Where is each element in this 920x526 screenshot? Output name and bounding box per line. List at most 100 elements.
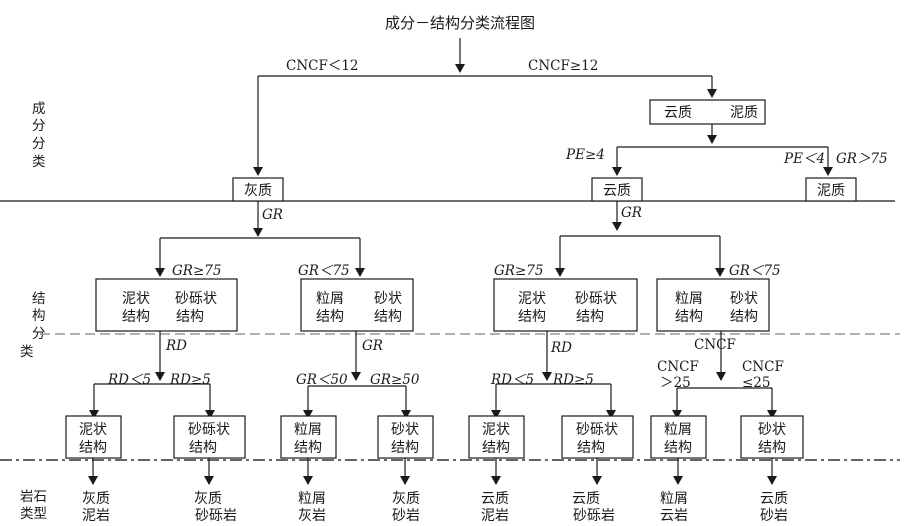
side-label-char: 分 xyxy=(32,326,46,342)
box-muddy: 泥质 xyxy=(805,177,857,202)
cond-gr-gt-75: GR＞75 xyxy=(836,151,888,167)
split-gr-left: GR xyxy=(262,207,283,223)
box-text: 泥状 xyxy=(122,291,150,307)
box-l4-8: 砂状 结构 xyxy=(740,415,804,459)
side-label-char: 构 xyxy=(32,308,46,324)
box-text: 砂砾状 xyxy=(188,422,230,438)
box-text: 结构 xyxy=(176,309,204,325)
cond-cncf-ge-12: CNCF≥12 xyxy=(528,58,598,74)
box-l4-5: 泥状 结构 xyxy=(468,415,525,459)
split-gr-right: GR xyxy=(621,205,642,221)
box-text: 结构 xyxy=(122,309,150,325)
box-text: 粒屑 xyxy=(675,291,703,307)
side-label-char: 类 xyxy=(20,344,34,360)
side-label-char: 结 xyxy=(32,291,46,307)
box-l4-2: 砂砾状 结构 xyxy=(173,415,246,459)
box-text: 结构 xyxy=(391,440,419,456)
box-l3-dolo-mud-gravel: 泥状 结构 砂砾状 结构 xyxy=(493,278,638,332)
box-text: 砂砾状 xyxy=(175,291,217,307)
level4-connectors xyxy=(89,331,777,419)
rock-label: 灰质 xyxy=(82,491,110,507)
cond-rd-lt-5-a: RD＜5 xyxy=(107,372,151,388)
box-calcareous: 灰质 xyxy=(232,177,284,202)
box-text: 砂状 xyxy=(391,422,419,438)
cond-l3-c: GR≥75 xyxy=(494,263,543,279)
box-text: 结构 xyxy=(482,440,510,456)
box-text: 结构 xyxy=(79,440,107,456)
side-label-char: 分 xyxy=(32,136,46,152)
box-text: 泥状 xyxy=(518,291,546,307)
side-label-composition: 成 分 分 类 xyxy=(32,101,46,170)
box-l3-calc-grain-sand: 粒屑 结构 砂状 结构 xyxy=(300,278,414,332)
rock-label: 云质 xyxy=(572,491,600,507)
cond-rd-ge-5-b: RD≥5 xyxy=(552,372,594,388)
box-text: 结构 xyxy=(758,440,786,456)
rock-label: 泥岩 xyxy=(481,508,509,524)
cond-gr-lt-50: GR＜50 xyxy=(296,372,348,388)
split-rd-3: RD xyxy=(550,340,572,356)
side-label-char: 分 xyxy=(32,118,46,134)
side-label-structure: 结 构 分 类 xyxy=(20,291,46,360)
side-label-char: 类 xyxy=(32,154,46,170)
rock-arrows xyxy=(88,458,777,485)
box-dolomitic: 云质 xyxy=(591,177,643,202)
box-text: 泥质 xyxy=(817,183,845,199)
box-text: 云质 xyxy=(603,183,631,199)
side-label-rock-type: 岩石 类型 xyxy=(20,489,47,522)
box-text: 结构 xyxy=(730,309,758,325)
rock-label: 泥岩 xyxy=(82,508,110,524)
box-text: 灰质 xyxy=(244,183,272,199)
cond-cncf-lt-12: CNCF＜12 xyxy=(286,58,359,74)
box-l4-1: 泥状 结构 xyxy=(65,415,122,459)
rock-label: 粒屑 xyxy=(298,491,326,507)
box-text: 结构 xyxy=(374,309,402,325)
cond-gr-ge-50: GR≥50 xyxy=(370,372,420,388)
cond-rd-lt-5-b: RD＜5 xyxy=(490,372,534,388)
box-l3-calc-mud-gravel: 泥状 结构 砂砾状 结构 xyxy=(95,278,238,332)
cond-l3-d: GR＜75 xyxy=(729,263,781,279)
box-text: 结构 xyxy=(316,309,344,325)
diagram-title: 成分－结构分类流程图 xyxy=(385,14,535,32)
cond-pe-lt-4: PE＜4 xyxy=(783,151,825,167)
rock-label: 云质 xyxy=(481,491,509,507)
cond-l3-a: GR≥75 xyxy=(172,263,221,279)
box-l3-dolo-grain-sand: 粒屑 结构 砂状 结构 xyxy=(656,278,770,332)
rock-label: 粒屑 xyxy=(660,491,688,507)
cond-l3-b: GR＜75 xyxy=(298,263,350,279)
split-cncf-4: CNCF xyxy=(694,337,736,353)
cond-cncf-le-25-a: CNCF xyxy=(742,359,784,375)
side-label-char: 类型 xyxy=(20,506,47,522)
rock-label: 砂砾岩 xyxy=(573,508,615,524)
box-text: 砂状 xyxy=(730,291,758,307)
level3-connectors xyxy=(155,201,725,277)
rock-label: 砂岩 xyxy=(392,508,420,524)
box-text: 砂砾状 xyxy=(575,291,617,307)
rock-label: 云岩 xyxy=(660,508,688,524)
box-text: 泥质 xyxy=(730,105,758,121)
side-label-char: 成 xyxy=(32,101,46,117)
cond-pe-ge-4: PE≥4 xyxy=(565,147,605,163)
rock-label: 灰质 xyxy=(194,491,222,507)
cond-cncf-gt-25-b: ＞25 xyxy=(660,375,691,391)
box-text: 砂状 xyxy=(758,422,786,438)
box-l4-7: 粒屑 结构 xyxy=(650,415,707,459)
rock-label: 云质 xyxy=(760,491,788,507)
rock-label: 砂砾岩 xyxy=(195,508,237,524)
box-l4-4: 砂状 结构 xyxy=(377,415,434,459)
box-text: 结构 xyxy=(294,440,322,456)
box-l4-3: 粒屑 结构 xyxy=(280,415,337,459)
box-text: 粒屑 xyxy=(664,422,692,438)
cond-cncf-le-25-b: ≤25 xyxy=(742,375,771,391)
box-text: 粒屑 xyxy=(294,422,322,438)
box-text: 结构 xyxy=(189,440,217,456)
box-text: 云质 xyxy=(664,105,692,121)
rock-label: 灰质 xyxy=(392,491,420,507)
box-l4-6: 砂砾状 结构 xyxy=(561,415,634,459)
box-text: 砂状 xyxy=(374,291,402,307)
cond-rd-ge-5-a: RD≥5 xyxy=(169,372,211,388)
split-rd-1: RD xyxy=(165,338,187,354)
box-text: 粒屑 xyxy=(316,291,344,307)
box-text: 结构 xyxy=(576,309,604,325)
rock-label: 砂岩 xyxy=(760,508,788,524)
